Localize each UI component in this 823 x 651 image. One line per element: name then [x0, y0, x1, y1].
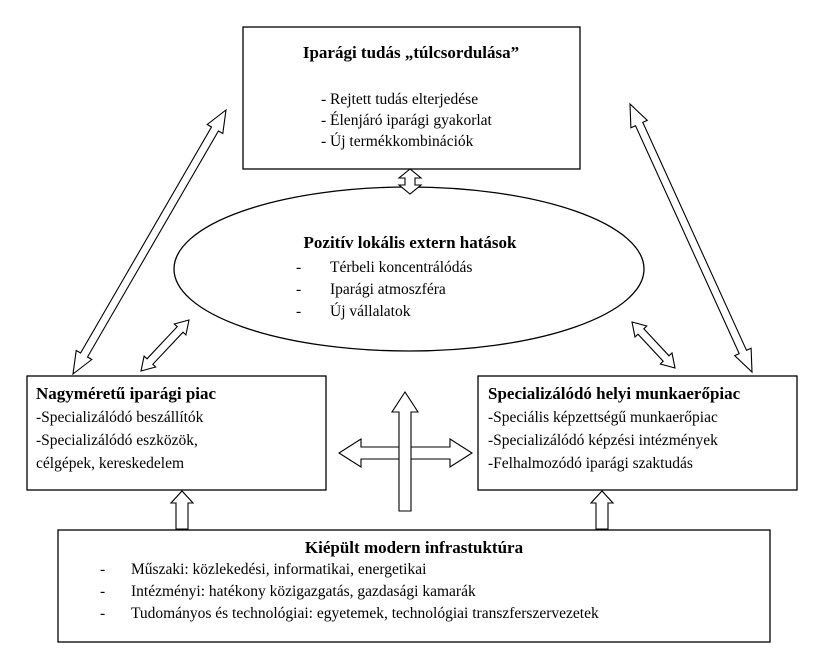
left-box-title: Nagyméretű iparági piac	[36, 384, 217, 403]
bottom-box-item: Tudományos és technológiai: egyetemek, t…	[131, 605, 599, 622]
bottom-box-dash: -	[100, 561, 105, 578]
top-box-item: - Élenjáró iparági gyakorlat	[321, 112, 493, 129]
left-box-item: -Specializálódó eszközök,	[36, 432, 198, 449]
ellipse-dash: -	[296, 259, 301, 276]
up-arrow-bottom-right	[589, 490, 615, 530]
top-box	[242, 26, 581, 170]
right-box-item: -Specializálódó képzési intézmények	[488, 432, 718, 449]
ellipse-item: Új vállalatok	[330, 303, 411, 320]
right-box-item: -Speciális képzettségű munkaerőpiac	[488, 409, 718, 426]
ellipse-item: Iparági atmoszféra	[330, 281, 446, 298]
bottom-box-title: Kiépült modern infrastuktúra	[305, 538, 524, 557]
double-arrow-right-ellipse	[631, 321, 676, 369]
right-box-item: -Felhalmozódó iparági szaktudás	[488, 455, 693, 472]
ellipse-title: Pozitív lokális extern hatások	[304, 233, 518, 252]
ellipse-dash: -	[296, 281, 301, 298]
double-arrow-right-top	[629, 102, 753, 374]
left-box	[26, 375, 327, 491]
double-arrow-left-ellipse	[140, 319, 190, 372]
right-box-title: Specializálódó helyi munkaerőpiac	[488, 384, 741, 403]
right-box	[477, 375, 798, 491]
top-box-item: - Rejtett tudás elterjedése	[321, 91, 478, 108]
bottom-box-item: Intézményi: hatékony közigazgatás, gazda…	[131, 583, 476, 600]
bottom-box-dash: -	[100, 583, 105, 600]
left-box-item: célgépek, kereskedelem	[36, 455, 184, 472]
ellipse-dash: -	[296, 303, 301, 320]
up-arrow-bottom-left	[169, 490, 195, 530]
double-arrow-left-top	[72, 108, 227, 376]
top-box-item: - Új termékkombinációk	[321, 133, 474, 150]
left-box-item: -Specializálódó beszállítók	[36, 409, 204, 426]
up-arrow-center	[390, 390, 420, 512]
bottom-box-dash: -	[100, 605, 105, 622]
bottom-box-item: Műszaki: közlekedési, informatikai, ener…	[131, 561, 427, 578]
double-arrow-top-ellipse	[397, 168, 423, 195]
bottom-box	[57, 529, 771, 643]
top-box-title: Iparági tudás „túlcsordulása”	[303, 43, 519, 62]
ellipse-item: Térbeli koncentrálódás	[330, 259, 472, 276]
